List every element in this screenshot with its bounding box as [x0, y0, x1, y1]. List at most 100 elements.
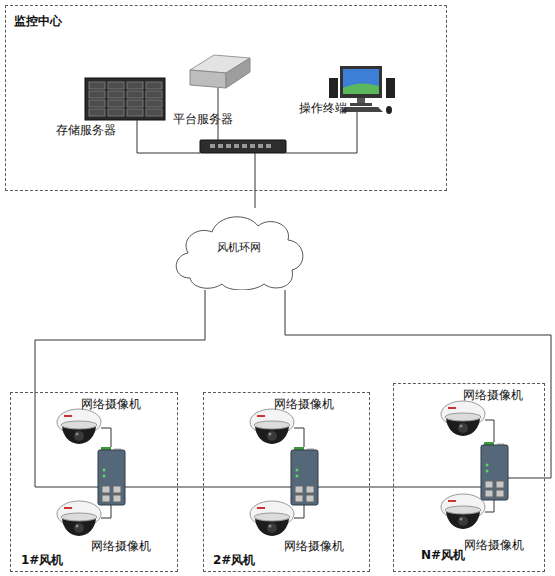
drive-bay	[127, 82, 143, 89]
monitor-screen	[343, 69, 379, 94]
drive-bay	[146, 82, 162, 89]
drive-bay	[108, 100, 124, 107]
device-label: 存储服务器	[56, 123, 116, 137]
wire	[101, 428, 111, 447]
network-camera: 网络摄像机	[440, 492, 545, 552]
switch-port	[258, 144, 263, 148]
cloud-label: 风机环网	[217, 241, 261, 255]
switch-port	[242, 144, 247, 148]
drive-bay	[146, 91, 162, 98]
monitor-frame	[340, 66, 382, 98]
switch-port	[218, 144, 223, 148]
server-side	[226, 58, 250, 88]
network-camera: 网络摄像机	[249, 499, 364, 555]
switch-body	[200, 140, 286, 153]
ring-connector	[285, 290, 551, 478]
group-title: 2#风机	[213, 553, 255, 567]
screen-hill	[343, 83, 379, 94]
cloud-shape	[176, 217, 303, 290]
device-label: 网络摄像机	[463, 388, 523, 402]
center-wiring	[137, 88, 357, 191]
ring-connector	[255, 191, 256, 208]
wire	[101, 505, 111, 518]
monitor-base	[350, 103, 372, 106]
dome-camera	[250, 501, 294, 536]
switch-port	[266, 144, 271, 148]
platform-server-icon	[190, 55, 250, 88]
device-label: 网络摄像机	[91, 539, 151, 553]
device-label: 平台服务器	[173, 112, 233, 126]
drive-bay	[89, 82, 105, 89]
industrial-switch	[98, 447, 125, 505]
ring-wire	[203, 487, 291, 488]
wire	[255, 153, 256, 191]
group-title: 监控中心	[14, 14, 62, 28]
dome-camera	[57, 501, 101, 536]
core-switch-icon	[200, 140, 286, 153]
speaker	[329, 78, 338, 98]
operator-terminal: 操作终端	[295, 63, 401, 117]
network-camera: 网络摄像机	[440, 387, 540, 447]
ring-wire	[125, 487, 178, 488]
switch-port	[250, 144, 255, 148]
drive-bay	[127, 109, 143, 116]
storage-server-icon	[85, 78, 165, 120]
drive-bay	[89, 91, 105, 98]
keyboard	[341, 107, 383, 112]
drive-bay	[127, 100, 143, 107]
switch-port	[210, 144, 215, 148]
drive-bay	[127, 91, 143, 98]
switch-port	[226, 144, 231, 148]
fan-box: 2#风机网络摄像机网络摄像机	[203, 392, 370, 572]
storage-server: 存储服务器	[53, 75, 171, 139]
fan-box: N#风机网络摄像机网络摄像机	[393, 383, 545, 572]
fan-box: 1#风机网络摄像机网络摄像机	[10, 392, 178, 572]
ring-connector	[35, 290, 205, 392]
ring-wire	[318, 487, 370, 488]
platform-server: 平台服务器	[169, 53, 255, 131]
dome-camera	[441, 494, 485, 529]
dome-camera	[441, 401, 485, 436]
wire	[294, 505, 304, 518]
ring-network-cloud: 风机环网	[170, 208, 308, 290]
drive-bay	[89, 109, 105, 116]
ring-connector	[370, 487, 393, 488]
device-label: 网络摄像机	[274, 397, 334, 411]
drive-bay	[89, 100, 105, 107]
group-title: N#风机	[421, 548, 465, 562]
drive-bay	[108, 82, 124, 89]
device-label: 网络摄像机	[464, 538, 524, 552]
ring-wire	[393, 487, 481, 488]
server-front	[190, 70, 226, 88]
network-camera: 网络摄像机	[56, 396, 166, 456]
network-camera: 网络摄像机	[249, 396, 359, 456]
device-label: 操作终端	[299, 101, 347, 115]
drive-bay	[108, 91, 124, 98]
wire	[485, 420, 494, 442]
ring-connector	[178, 487, 203, 488]
monitoring-center-box: 监控中心存储服务器 平台服务器 操作终端	[5, 5, 447, 191]
device-label: 网络摄像机	[284, 539, 344, 553]
switch-port	[234, 144, 239, 148]
ring-wire	[508, 478, 545, 479]
drive-bay	[108, 109, 124, 116]
group-title: 1#风机	[21, 553, 63, 567]
wire	[286, 112, 357, 153]
industrial-switch	[291, 447, 318, 505]
dome-camera	[57, 409, 101, 444]
drive-bay	[146, 100, 162, 107]
industrial-switch	[481, 442, 508, 500]
drive-bay	[146, 109, 162, 116]
mouse	[386, 106, 392, 114]
monitor-stand	[357, 98, 365, 103]
fan-wiring	[35, 392, 545, 518]
dome-camera	[250, 409, 294, 444]
network-camera: 网络摄像机	[56, 499, 171, 555]
server-chassis	[85, 78, 165, 120]
wire	[294, 428, 304, 447]
device-label: 网络摄像机	[81, 397, 141, 411]
speaker	[386, 78, 395, 98]
wire	[485, 500, 494, 512]
